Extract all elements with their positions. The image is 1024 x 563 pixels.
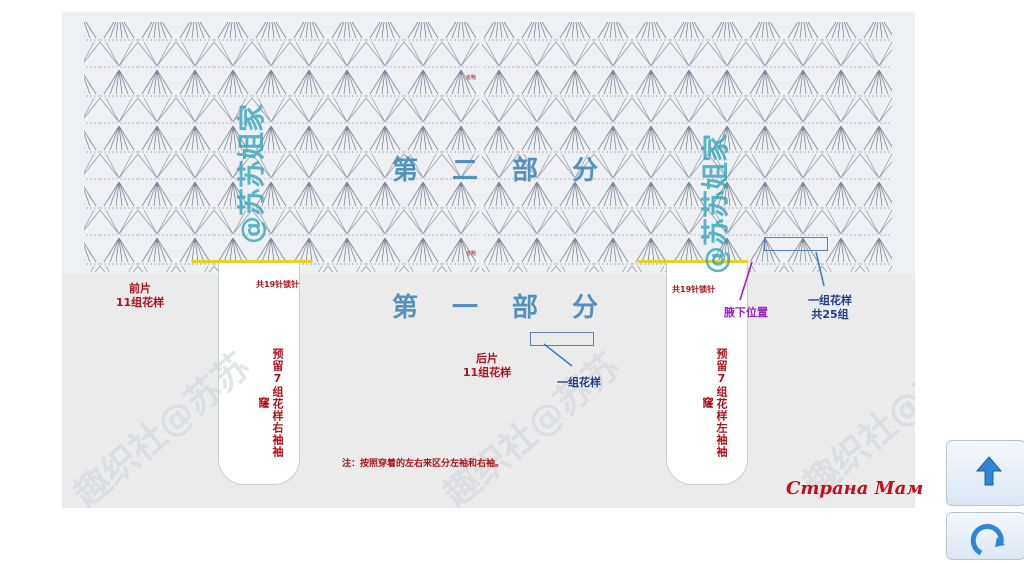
group-arrow (543, 343, 573, 367)
crochet-chart: @苏苏姐家 @苏苏姐家 趣织社@苏苏 趣织社@苏苏 趣织社@苏苏 第二部分 第一… (62, 12, 915, 508)
chain-count-left: 共19针锁针 (256, 280, 300, 289)
arrow-up-icon (975, 456, 1003, 486)
underarm-label: 腋下位置 (724, 306, 768, 319)
one-group-label: 一组花样 (557, 376, 601, 389)
right-sleeve-label: 预留7组花样右袖袖窿 (257, 348, 284, 458)
part-two-label: 第二部分 (392, 156, 633, 186)
part-one-label: 第一部分 (392, 293, 633, 323)
front-piece-groups: 11组花样 (115, 296, 165, 309)
left-sleeve-opening (666, 262, 748, 485)
refresh-icon (970, 523, 1005, 556)
back-piece-label: 后片 11组花样 (447, 352, 527, 380)
watermark-right: @苏苏姐家 (699, 133, 732, 274)
back-piece-groups: 11组花样 (462, 366, 512, 379)
front-piece-title: 前片 (129, 282, 151, 295)
group-box-right (764, 237, 828, 251)
front-piece-label: 前片 11组花样 (100, 282, 180, 310)
back-piece-title: 后片 (476, 352, 498, 365)
sleeve-note: 注：按照穿着的左右来区分左袖和右袖。 (342, 459, 505, 469)
left-sleeve-label: 预留7组花样左袖袖窿 (701, 348, 728, 458)
underarm-arrow (739, 261, 753, 301)
site-logo: Страна Мам (786, 478, 924, 499)
garment-body (62, 274, 915, 508)
group-arrow-right (815, 251, 825, 287)
scroll-up-button[interactable] (946, 440, 1024, 506)
group-box (530, 332, 594, 346)
stitch-pattern (84, 22, 892, 272)
chain-marker-right (638, 260, 748, 263)
group-total-title: 一组花样 (808, 294, 852, 307)
group-total-count: 共25组 (811, 308, 849, 321)
right-sleeve-opening (218, 262, 300, 485)
chain-marker-left (192, 260, 312, 263)
refresh-button[interactable] (946, 512, 1024, 560)
group-total-label: 一组花样 共25组 (790, 294, 870, 322)
row-marker-bottom: 省略 (466, 251, 477, 257)
chain-count-right: 共19针锁针 (672, 285, 716, 294)
watermark-left: @苏苏姐家 (235, 103, 268, 244)
row-marker-top: 省略 (466, 75, 477, 81)
